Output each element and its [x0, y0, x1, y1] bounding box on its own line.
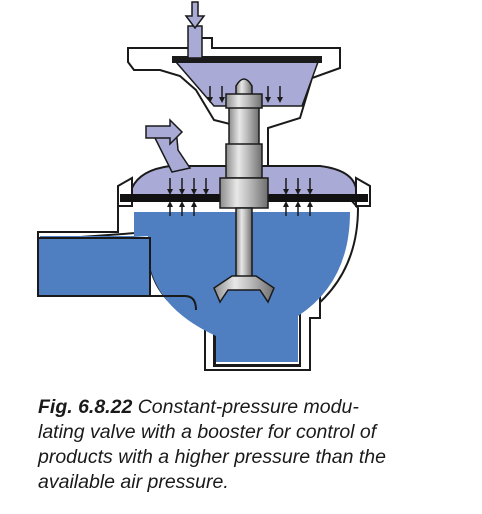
valve-plug [213, 275, 275, 304]
inlet-pipe [37, 237, 151, 297]
valve-diagram [37, 1, 371, 371]
figure-label: Fig. 6.8.22 [38, 396, 133, 418]
caption-line-2: lating valve with a booster for control … [38, 421, 377, 443]
pressure-arrows [167, 86, 313, 216]
product-fluid [40, 212, 350, 362]
figure-caption: Fig. 6.8.22 Constant-pressure modu- lati… [38, 395, 468, 495]
air-inflow-arrow-top [184, 1, 206, 30]
valve-stem [219, 78, 269, 283]
caption-line-3: products with a higher pressure than the [38, 446, 386, 468]
air-inflow-arrow-side [145, 118, 184, 146]
caption-line-4: available air pressure. [38, 471, 229, 493]
caption-line-1: Constant-pressure modu- [137, 396, 359, 418]
top-air-inlet [187, 25, 203, 59]
